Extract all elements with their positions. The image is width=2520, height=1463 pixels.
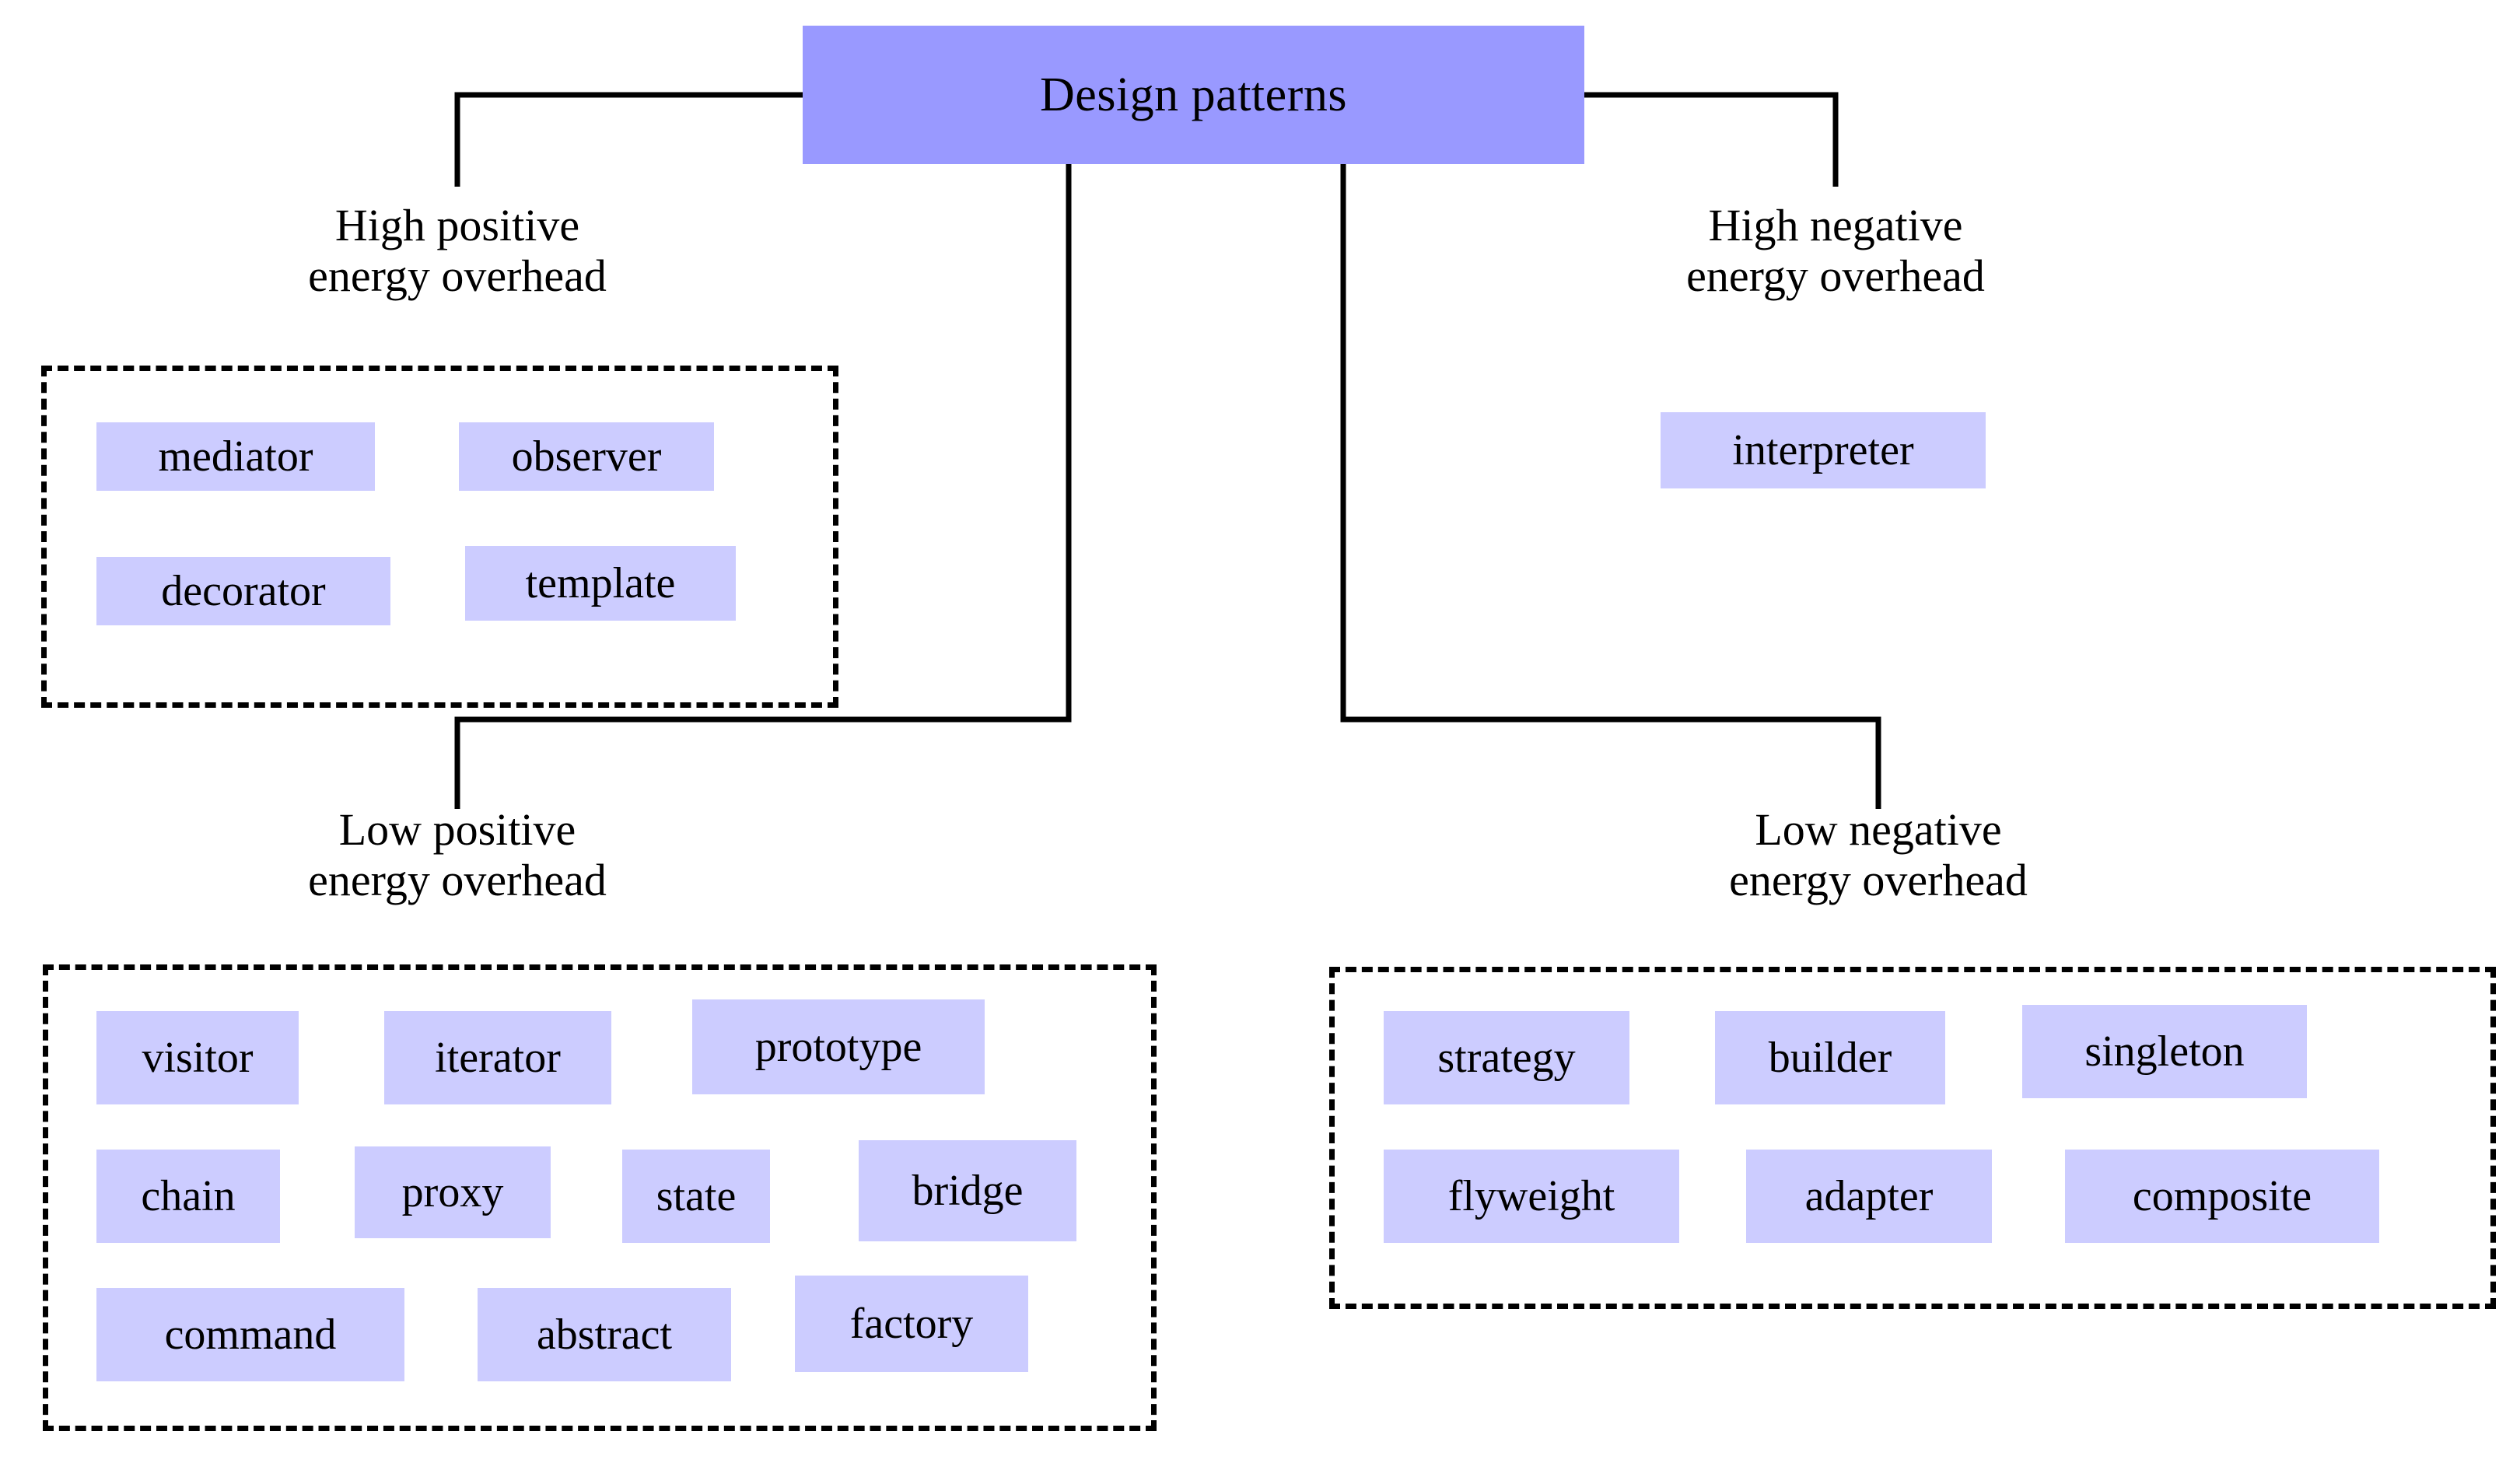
pattern-chip-visitor-label: visitor — [142, 1034, 254, 1082]
pattern-chip-decorator-label: decorator — [161, 567, 326, 615]
caption-high-positive: High positive energy overhead — [115, 200, 800, 302]
pattern-chip-abstract[interactable]: abstract — [478, 1288, 731, 1381]
pattern-chip-proxy[interactable]: proxy — [355, 1146, 551, 1238]
pattern-chip-observer[interactable]: observer — [459, 422, 714, 491]
pattern-chip-command[interactable]: command — [96, 1288, 404, 1381]
group-frame-low-positive — [43, 964, 1157, 1431]
pattern-chip-abstract-label: abstract — [536, 1311, 673, 1359]
pattern-chip-factory[interactable]: factory — [795, 1276, 1028, 1372]
pattern-chip-template[interactable]: template — [465, 546, 736, 621]
caption-high-negative-line1: High negative — [1708, 200, 1963, 250]
pattern-chip-interpreter[interactable]: interpreter — [1661, 412, 1986, 488]
pattern-chip-decorator[interactable]: decorator — [96, 557, 390, 625]
pattern-chip-chain[interactable]: chain — [96, 1150, 280, 1243]
caption-high-positive-line2: energy overhead — [308, 250, 607, 301]
caption-low-positive: Low positive energy overhead — [115, 804, 800, 906]
pattern-chip-bridge[interactable]: bridge — [859, 1140, 1076, 1241]
pattern-chip-interpreter-label: interpreter — [1732, 426, 1914, 474]
caption-low-negative-line1: Low negative — [1755, 804, 2002, 855]
pattern-chip-visitor[interactable]: visitor — [96, 1011, 299, 1104]
caption-high-positive-line1: High positive — [334, 200, 580, 250]
pattern-chip-prototype-label: prototype — [754, 1023, 922, 1071]
caption-low-negative-line2: energy overhead — [1729, 854, 2028, 905]
pattern-chip-mediator[interactable]: mediator — [96, 422, 375, 491]
pattern-chip-adapter-label: adapter — [1804, 1172, 1934, 1220]
group-frame-high-positive — [41, 366, 838, 708]
caption-low-positive-line1: Low positive — [338, 804, 576, 855]
pattern-chip-observer-label: observer — [511, 432, 662, 481]
pattern-chip-singleton[interactable]: singleton — [2022, 1005, 2307, 1098]
pattern-chip-builder-label: builder — [1768, 1034, 1892, 1082]
pattern-chip-prototype[interactable]: prototype — [692, 999, 985, 1094]
pattern-chip-strategy[interactable]: strategy — [1384, 1011, 1629, 1104]
root-node-label: Design patterns — [1040, 68, 1347, 121]
pattern-chip-proxy-label: proxy — [401, 1168, 504, 1216]
caption-high-negative: High negative energy overhead — [1493, 200, 2178, 302]
pattern-chip-composite[interactable]: composite — [2065, 1150, 2379, 1243]
pattern-chip-strategy-label: strategy — [1437, 1034, 1576, 1082]
pattern-chip-flyweight[interactable]: flyweight — [1384, 1150, 1679, 1243]
pattern-chip-composite-label: composite — [2132, 1172, 2312, 1220]
pattern-chip-state[interactable]: state — [622, 1150, 770, 1243]
pattern-chip-iterator-label: iterator — [435, 1034, 561, 1082]
pattern-chip-iterator[interactable]: iterator — [384, 1011, 611, 1104]
pattern-chip-state-label: state — [656, 1172, 737, 1220]
pattern-chip-mediator-label: mediator — [158, 432, 313, 481]
pattern-chip-flyweight-label: flyweight — [1447, 1172, 1615, 1220]
root-node-design-patterns[interactable]: Design patterns — [803, 26, 1584, 164]
pattern-chip-factory-label: factory — [849, 1300, 974, 1348]
caption-high-negative-line2: energy overhead — [1686, 250, 1985, 301]
pattern-chip-command-label: command — [164, 1311, 337, 1359]
group-frame-low-negative — [1329, 967, 2496, 1309]
pattern-chip-singleton-label: singleton — [2084, 1027, 2245, 1076]
pattern-chip-builder[interactable]: builder — [1715, 1011, 1945, 1104]
caption-low-negative: Low negative energy overhead — [1536, 804, 2221, 906]
pattern-chip-chain-label: chain — [141, 1172, 236, 1220]
pattern-chip-adapter[interactable]: adapter — [1746, 1150, 1992, 1243]
pattern-chip-template-label: template — [525, 559, 676, 607]
caption-low-positive-line2: energy overhead — [308, 854, 607, 905]
pattern-chip-bridge-label: bridge — [912, 1167, 1024, 1215]
